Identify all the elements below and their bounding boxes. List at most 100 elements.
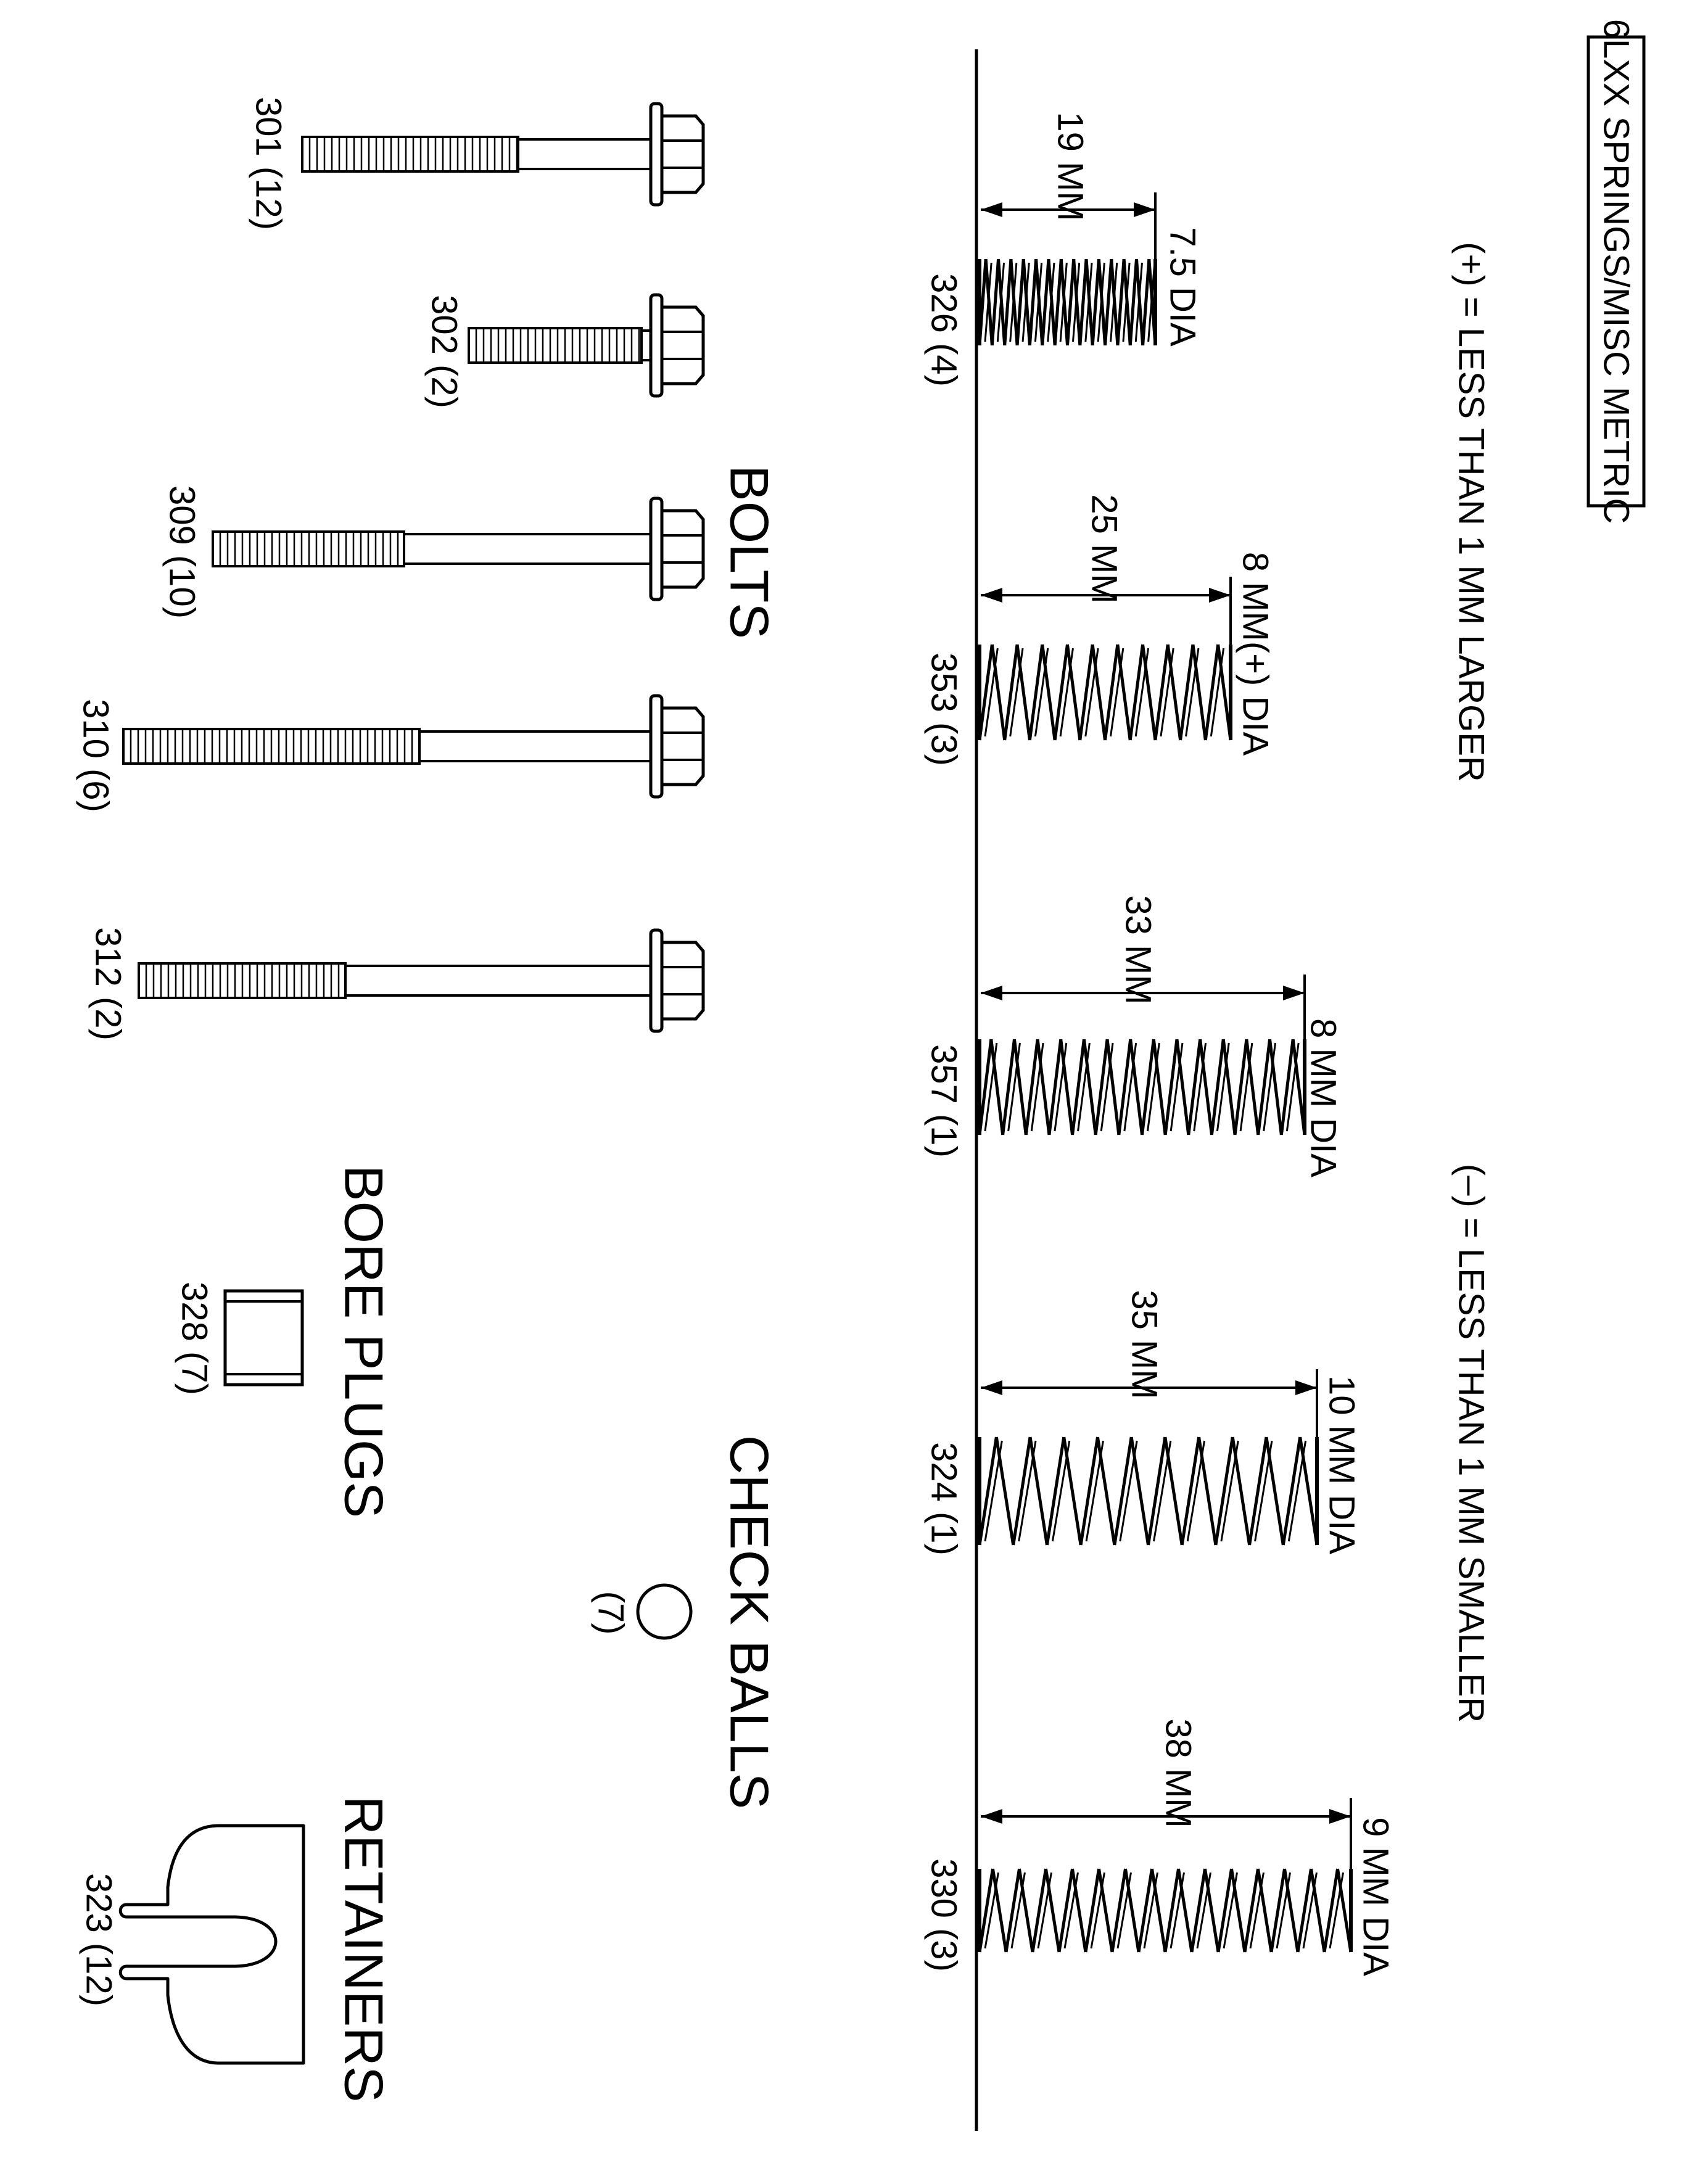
plug-shape xyxy=(223,1289,304,1387)
section-check-balls: CHECK BALLS xyxy=(719,1435,780,1809)
bolt-thread-lines xyxy=(145,963,340,998)
part-number: 326 (4) xyxy=(924,273,964,387)
bolt-drawing xyxy=(122,694,705,799)
retainer-clip: 323 (12) xyxy=(79,1824,305,2065)
spring-coil xyxy=(978,258,1157,346)
bolt-302: 302 (2) xyxy=(424,293,705,408)
part-number: 357 (1) xyxy=(924,1044,964,1158)
bolt-flange xyxy=(649,694,664,799)
bolt-thread-lines xyxy=(130,729,413,764)
length-label: 19 MM xyxy=(1050,112,1091,221)
bolt-head xyxy=(660,941,705,1021)
part-number: 323 (12) xyxy=(79,1873,119,2006)
dia-label: 7.5 DIA xyxy=(1163,227,1203,347)
section-bore-plugs: BORE PLUGS xyxy=(334,1165,395,1518)
length-label: 35 MM xyxy=(1124,1290,1165,1399)
arrow-head xyxy=(981,1809,1002,1824)
bolt-head xyxy=(660,305,705,385)
coil-front xyxy=(978,1868,1339,1953)
check-ball: (7) xyxy=(591,1583,693,1640)
spring-324: 35 MM 10 MM DIA 324 (1) xyxy=(924,1290,1362,1556)
part-number: 330 (3) xyxy=(924,1858,964,1972)
bolt-301: 301 (12) xyxy=(249,97,705,230)
length-label: 33 MM xyxy=(1118,895,1158,1004)
bolt-thread-lines xyxy=(308,137,518,171)
dia-label: 8 MM DIA xyxy=(1303,1018,1343,1177)
bolt-head-facets xyxy=(662,534,703,564)
arrow-head xyxy=(981,986,1002,1000)
bolt-head-facets xyxy=(662,331,703,360)
coil-front xyxy=(978,644,1220,741)
arrow-head xyxy=(981,1380,1002,1395)
bolt-310: 310 (6) xyxy=(76,694,705,812)
title-box: 6LXX SPRINGS/MISC METRIC xyxy=(1587,19,1646,524)
coil-back xyxy=(989,1039,1306,1135)
part-number: 301 (12) xyxy=(249,97,289,230)
legend-minus: (–) = LESS THAN 1 MM SMALLER xyxy=(1451,1164,1492,1723)
coil-front xyxy=(978,258,1151,346)
spring-coil xyxy=(978,1039,1306,1135)
coil-inner xyxy=(984,1872,1344,1949)
bolt-flange xyxy=(649,102,664,207)
bolt-shank xyxy=(418,730,652,762)
spring-coil xyxy=(978,1868,1353,1953)
title: 6LXX SPRINGS/MISC METRIC xyxy=(1596,19,1636,524)
ball-shape xyxy=(636,1583,693,1640)
spring-353: 25 MM 8 MM(+) DIA 353 (3) xyxy=(924,494,1276,766)
spring-326: 19 MM 7.5 DIA 326 (4) xyxy=(924,112,1203,387)
bolt-shank xyxy=(403,533,652,565)
length-label: 38 MM xyxy=(1158,1718,1199,1828)
bolt-shank xyxy=(344,965,652,997)
clip-shape xyxy=(118,1824,305,2065)
legend-plus: (+) = LESS THAN 1 MM LARGER xyxy=(1451,242,1492,782)
bolt-drawing xyxy=(301,102,705,207)
section-bolts: BOLTS xyxy=(719,465,780,639)
bolt-thread-lines xyxy=(219,532,399,566)
bolt-312: 312 (2) xyxy=(88,927,705,1040)
coil-front xyxy=(978,1436,1302,1546)
arrow-head xyxy=(1134,202,1155,217)
part-number: 309 (10) xyxy=(162,485,202,619)
coil-back xyxy=(991,1868,1353,1953)
part-number: 302 (2) xyxy=(424,295,464,408)
part-number: 328 (7) xyxy=(175,1282,215,1395)
bolt-thread xyxy=(301,136,519,173)
spring-coil xyxy=(978,1436,1319,1546)
spring-357: 33 MM 8 MM DIA 357 (1) xyxy=(924,895,1343,1177)
arrow-head xyxy=(1283,986,1305,1000)
bolt-head xyxy=(660,114,705,194)
bolt-flange xyxy=(649,497,664,601)
arrow-head xyxy=(981,202,1002,217)
bolt-head-facets xyxy=(662,731,703,761)
bolt-thread-lines xyxy=(475,328,640,363)
bolt-drawing xyxy=(138,928,705,1033)
coil-inner xyxy=(984,1440,1307,1542)
bolt-head xyxy=(660,706,705,786)
dia-label: 10 MM DIA xyxy=(1322,1375,1362,1554)
part-number: 310 (6) xyxy=(76,699,116,812)
arrow-head xyxy=(1295,1380,1317,1395)
bolt-shank xyxy=(517,138,652,170)
spring-330: 38 MM 9 MM DIA 330 (3) xyxy=(924,1718,1396,1976)
bolt-drawing xyxy=(212,497,705,601)
coil-back xyxy=(990,644,1232,741)
bolt-flange xyxy=(649,293,664,398)
bolt-309: 309 (10) xyxy=(162,485,705,619)
coil-inner xyxy=(984,648,1225,737)
bolt-drawing xyxy=(468,293,705,398)
arrow-head xyxy=(1329,1809,1351,1824)
bolt-head-facets xyxy=(662,139,703,169)
arrow-head xyxy=(981,588,1002,603)
bolt-head-facets xyxy=(662,966,703,995)
coil-back xyxy=(994,1436,1319,1546)
section-retainers: RETAINERS xyxy=(334,1795,395,2102)
length-label: 25 MM xyxy=(1084,494,1124,603)
bolt-thread xyxy=(468,327,643,364)
part-number: 353 (3) xyxy=(924,653,964,766)
coil-inner xyxy=(984,262,1156,342)
coil-inner xyxy=(984,1042,1300,1132)
coil-front xyxy=(978,1039,1295,1135)
bolt-flange xyxy=(649,928,664,1033)
